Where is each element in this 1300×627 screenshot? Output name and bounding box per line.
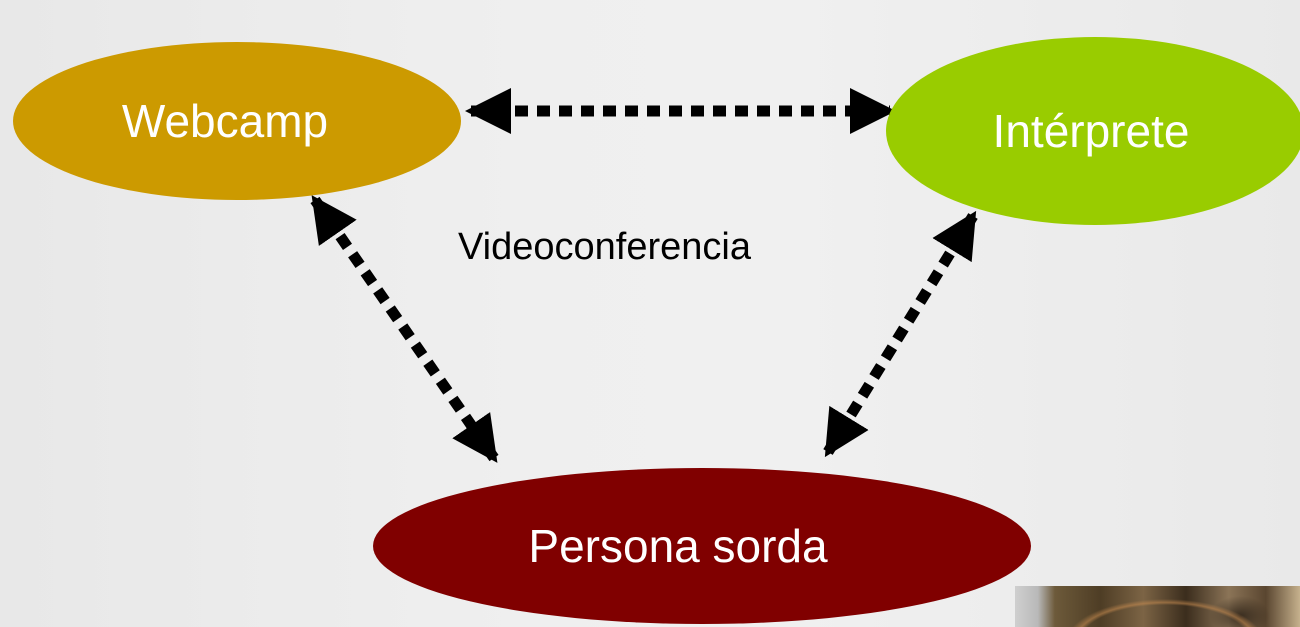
connector-webcamp-persona <box>310 195 499 463</box>
node-webcamp: Webcamp <box>13 42 461 200</box>
connector-interprete-persona <box>823 210 978 458</box>
node-interprete: Intérprete <box>886 37 1300 225</box>
connection-label: Videoconferencia <box>458 226 751 268</box>
node-webcamp-label: Webcamp <box>121 95 329 147</box>
node-interprete-label: Intérprete <box>992 105 1190 157</box>
node-persona-sorda-label: Persona sorda <box>528 520 828 572</box>
node-persona-sorda: Persona sorda <box>373 468 1031 624</box>
corner-photo <box>1015 586 1300 627</box>
